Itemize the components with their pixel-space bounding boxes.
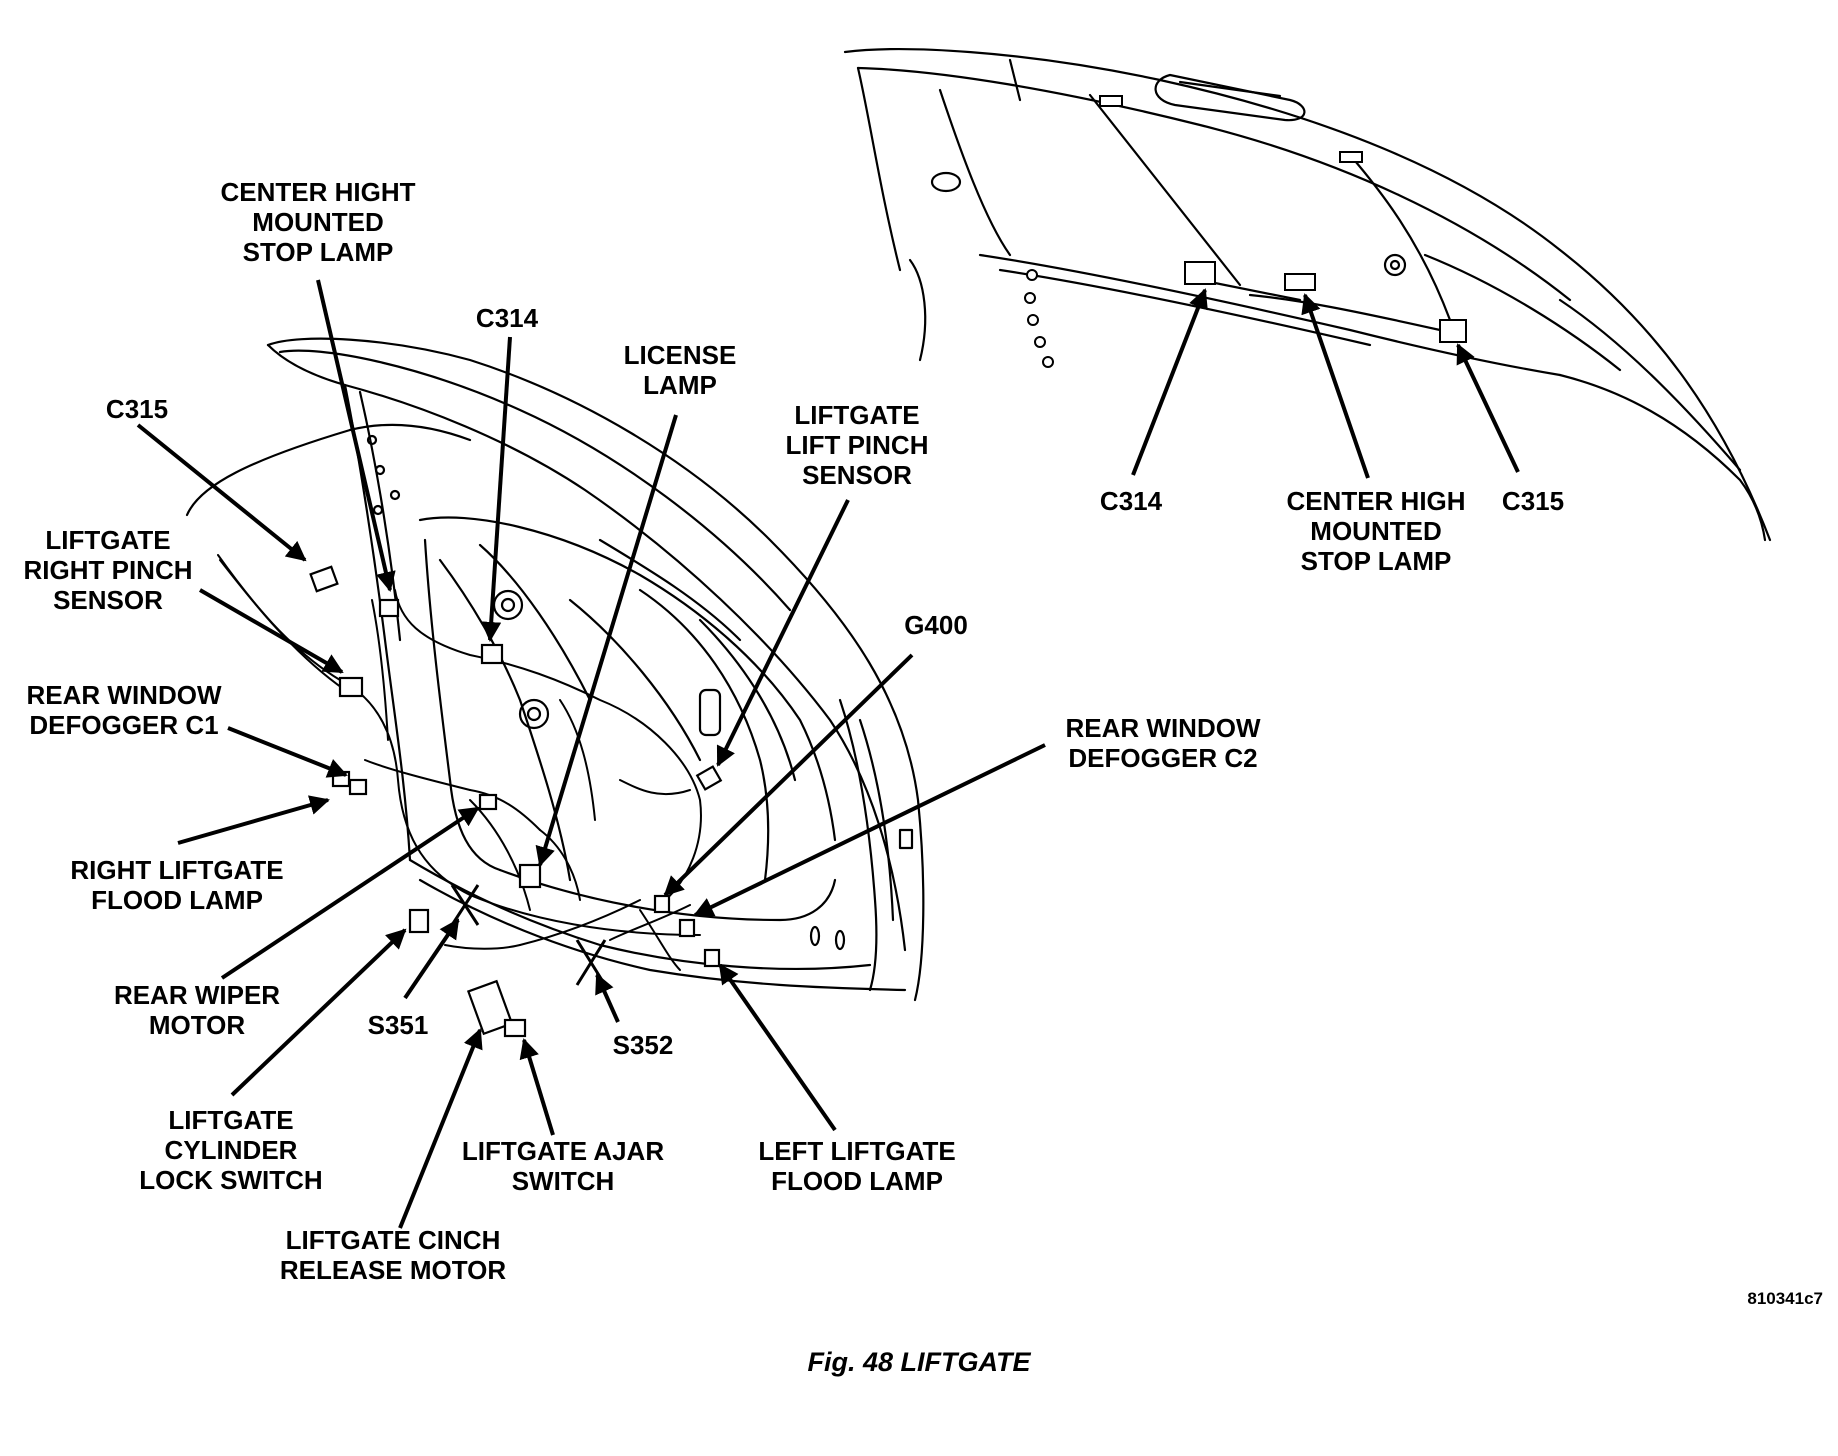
connectors <box>309 565 723 1038</box>
arrow-chmsl-inset <box>1301 293 1370 479</box>
label-right-pinch: LIFTGATE RIGHT PINCH SENSOR <box>23 525 193 615</box>
splice-marks <box>450 884 607 986</box>
figure-code: 810341c7 <box>1747 1289 1823 1308</box>
label-lift-pinch: LIFTGATE LIFT PINCH SENSOR <box>785 400 929 490</box>
label-cinch-motor: LIFTGATE CINCH RELEASE MOTOR <box>279 1225 507 1285</box>
leader-arrows <box>136 279 1520 1229</box>
label-g400: G400 <box>904 610 968 640</box>
label-defogger-c1: REAR WINDOW DEFOGGER C1 <box>26 680 222 740</box>
label-chmsl-inset: CENTER HIGH MOUNTED STOP LAMP <box>1286 486 1466 576</box>
label-ajar-switch: LIFTGATE AJAR SWITCH <box>461 1136 665 1196</box>
inset-connectors <box>1024 95 1467 368</box>
label-s352: S352 <box>612 1030 674 1060</box>
label-right-flood: RIGHT LIFTGATE FLOOD LAMP <box>70 855 284 915</box>
label-cylinder-lock: LIFTGATE CYLINDER LOCK SWITCH <box>139 1105 323 1195</box>
label-c315-main: C315 <box>105 394 169 424</box>
wiring-harness <box>217 554 702 971</box>
arrow-defogger-c1 <box>227 726 348 778</box>
label-defogger-c2: REAR WINDOW DEFOGGER C2 <box>1065 713 1261 773</box>
arrow-s352 <box>595 973 620 1023</box>
label-c314-inset: C314 <box>1099 486 1163 516</box>
inset-liftgate-view <box>843 48 1772 542</box>
arrow-s351 <box>403 918 460 1000</box>
arrow-c314-main <box>481 336 512 642</box>
arrow-c314-inset <box>1131 288 1208 476</box>
label-license-lamp: LICENSE LAMP <box>623 340 737 400</box>
arrow-ajar-switch <box>519 1038 555 1136</box>
figure-caption: Fig. 48 LIFTGATE <box>807 1347 1031 1377</box>
label-c315-inset: C315 <box>1501 486 1565 516</box>
label-rear-wiper: REAR WIPER MOTOR <box>113 980 281 1040</box>
label-left-flood: LEFT LIFTGATE FLOOD LAMP <box>758 1136 956 1196</box>
arrow-cylinder-lock <box>230 928 407 1097</box>
arrow-defogger-c2 <box>693 743 1046 917</box>
arrow-lift-pinch <box>716 499 850 767</box>
label-c314-main: C314 <box>475 303 539 333</box>
arrow-c315-inset <box>1456 343 1520 473</box>
label-chmsl-main: CENTER HIGHT MOUNTED STOP LAMP <box>220 177 416 267</box>
arrow-g400 <box>663 653 914 897</box>
arrow-rear-wiper <box>220 806 480 980</box>
arrow-license-lamp <box>535 414 678 867</box>
arrow-c315-main <box>136 423 307 562</box>
arrow-cinch-motor <box>398 1028 483 1229</box>
arrow-left-flood <box>718 963 837 1132</box>
label-s351: S351 <box>367 1010 429 1040</box>
arrow-right-flood <box>177 795 330 845</box>
arrow-right-pinch <box>198 588 344 674</box>
arrow-chmsl-main <box>316 279 396 592</box>
